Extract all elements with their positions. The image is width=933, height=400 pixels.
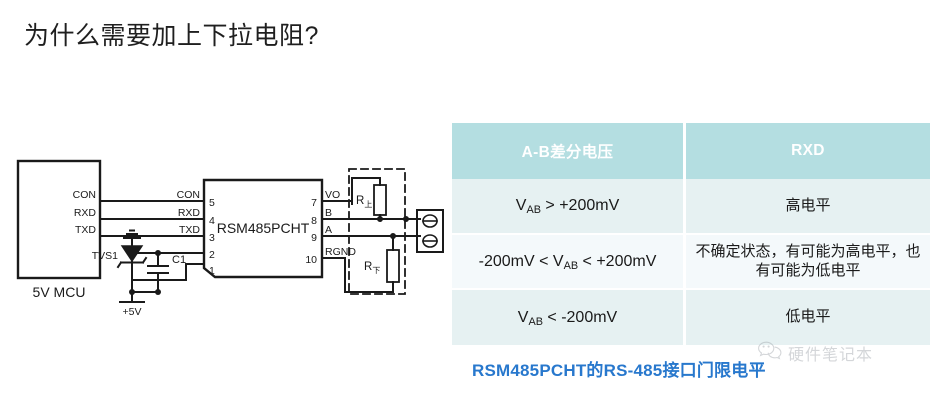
ic-pin-2: 2 xyxy=(209,249,215,261)
circuit-diagram: CON RXD TXD CON RXD TXD 5 4 3 2 1 7 8 9 … xyxy=(0,140,460,320)
ic-pin-1: 1 xyxy=(209,265,215,277)
ic-signal-a: A xyxy=(325,224,332,236)
condition-suffix: < +200mV xyxy=(582,252,657,270)
condition-prefix: V xyxy=(517,308,529,326)
wire-label-txd: TXD xyxy=(179,224,200,236)
table-caption: RSM485PCHT的RS-485接口门限电平 xyxy=(472,361,766,380)
ic-signal-rgnd: RGND xyxy=(325,246,356,258)
cell-condition: VAB < -200mV xyxy=(452,290,686,347)
cell-condition: VAB > +200mV xyxy=(452,179,686,235)
mcu-label: 5V MCU xyxy=(33,284,86,300)
ic-pin-10: 10 xyxy=(305,254,317,266)
pullup-resistor-label: R上 xyxy=(356,195,372,209)
condition-prefix: -200mV < V xyxy=(478,252,564,270)
page-title: 为什么需要加上下拉电阻? xyxy=(24,22,319,50)
mcu-pin-txd: TXD xyxy=(75,224,96,236)
supply-label: +5V xyxy=(123,306,142,318)
condition-suffix: > +200mV xyxy=(545,197,620,214)
threshold-table: A-B差分电压 RXD VAB > +200mV 高电平 -200mV < VA… xyxy=(452,123,930,347)
ic-pin-5: 5 xyxy=(209,197,215,209)
condition-subscript: AB xyxy=(563,259,579,272)
capacitor-label: C1 xyxy=(172,254,186,266)
condition-suffix: < -200mV xyxy=(547,308,618,326)
mcu-pin-con: CON xyxy=(73,189,96,201)
ic-part-label: RSM485PCHT xyxy=(217,220,310,236)
wire-label-rxd: RXD xyxy=(178,207,201,219)
ic-signal-vo: VO xyxy=(325,189,340,201)
ic-pin-7: 7 xyxy=(311,197,317,209)
mcu-pin-rxd: RXD xyxy=(74,207,97,219)
condition-subscript: AB xyxy=(528,315,543,328)
tvs-label: TVS1 xyxy=(92,250,118,262)
condition-prefix: V xyxy=(515,197,527,214)
table-row: VAB < -200mV 低电平 xyxy=(452,290,930,347)
ic-pin-9: 9 xyxy=(311,232,317,244)
cell-result: 不确定状态，有可能为高电平，也有可能为低电平 xyxy=(686,235,930,290)
condition-subscript: AB xyxy=(526,204,541,216)
cell-result: 低电平 xyxy=(686,290,930,347)
wire-label-con: CON xyxy=(177,189,200,201)
ic-pin-4: 4 xyxy=(209,215,215,227)
watermark-label: 硬件笔记本 xyxy=(788,346,874,364)
ic-pin-3: 3 xyxy=(209,232,215,244)
cell-condition: -200mV < VAB < +200mV xyxy=(452,235,686,290)
wechat-icon xyxy=(757,340,783,365)
watermark: 硬件笔记本 xyxy=(757,340,873,365)
cell-result: 高电平 xyxy=(686,179,930,235)
table-row: VAB > +200mV 高电平 xyxy=(452,179,930,235)
ic-signal-b: B xyxy=(325,207,332,219)
table-row: -200mV < VAB < +200mV 不确定状态，有可能为高电平，也有可能… xyxy=(452,235,930,290)
column-header-rxd: RXD xyxy=(686,123,930,179)
column-header-differential-voltage: A-B差分电压 xyxy=(452,123,686,179)
pulldown-resistor-label: R下 xyxy=(364,261,380,275)
table-header-row: A-B差分电压 RXD xyxy=(452,123,930,179)
ic-pin-8: 8 xyxy=(311,215,317,227)
